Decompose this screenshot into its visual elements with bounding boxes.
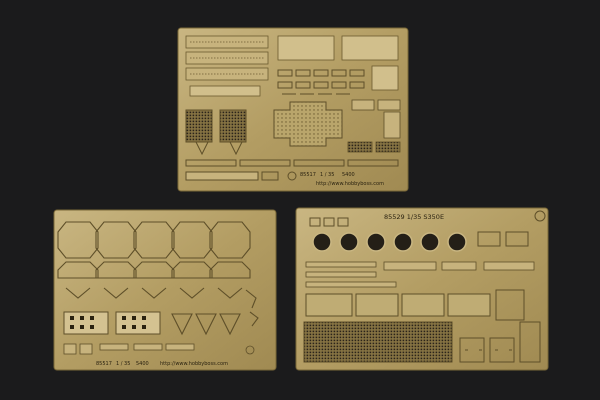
- sheet-bottom-left-code: 85517: [96, 361, 112, 367]
- sheet-top-right-parts: [347, 99, 401, 153]
- sheet-top-lower-strips: [185, 159, 399, 181]
- sheet-top-plates: [189, 35, 399, 97]
- sheet-bottom-right-header: 85529 1/35 S350E: [384, 213, 444, 221]
- sheet-bottom-left-scale: 1 / 35: [116, 361, 130, 367]
- sheet-bottom-right-plates: [305, 289, 525, 321]
- sheet-bottom-left-small-parts: [63, 343, 255, 355]
- sheet-top-url: http://www.hobbyboss.com: [316, 181, 384, 187]
- sheet-bottom-left-dotted-plates: [63, 311, 161, 335]
- sheet-bottom-right-strips: [305, 261, 535, 288]
- sheet-bottom-right-boxes: [459, 321, 541, 363]
- sheet-bottom-right-top-parts: [309, 210, 546, 247]
- sheet-top-part: 5400: [342, 172, 355, 178]
- sheet-bottom-left-brackets: [171, 289, 259, 336]
- sheet-top-strips: [185, 35, 269, 81]
- sheet-top-scale: 1 / 35: [320, 172, 334, 178]
- sheet-top-code: 85517: [300, 172, 316, 178]
- sheet-top-hinges: [277, 69, 365, 95]
- sheet-bottom-left-part: 5400: [136, 361, 149, 367]
- sheet-bottom-left-frames: [57, 221, 251, 299]
- sheet-top-center-plate: [273, 101, 343, 147]
- sheet-bottom-left: 85517 1 / 35 5400 http://www.hobbyboss.c…: [53, 209, 277, 371]
- sheet-bottom-right-ports: [312, 232, 467, 252]
- sheet-bottom-left-url: http://www.hobbyboss.com: [160, 361, 228, 367]
- sheet-bottom-right-mesh: [303, 321, 453, 363]
- sheet-top-grilles: [185, 109, 247, 156]
- sheet-top: 85517 1 / 35 5400 http://www.hobbyboss.c…: [177, 27, 409, 192]
- sheet-bottom-right: 85529 1/35 S350E: [295, 207, 549, 371]
